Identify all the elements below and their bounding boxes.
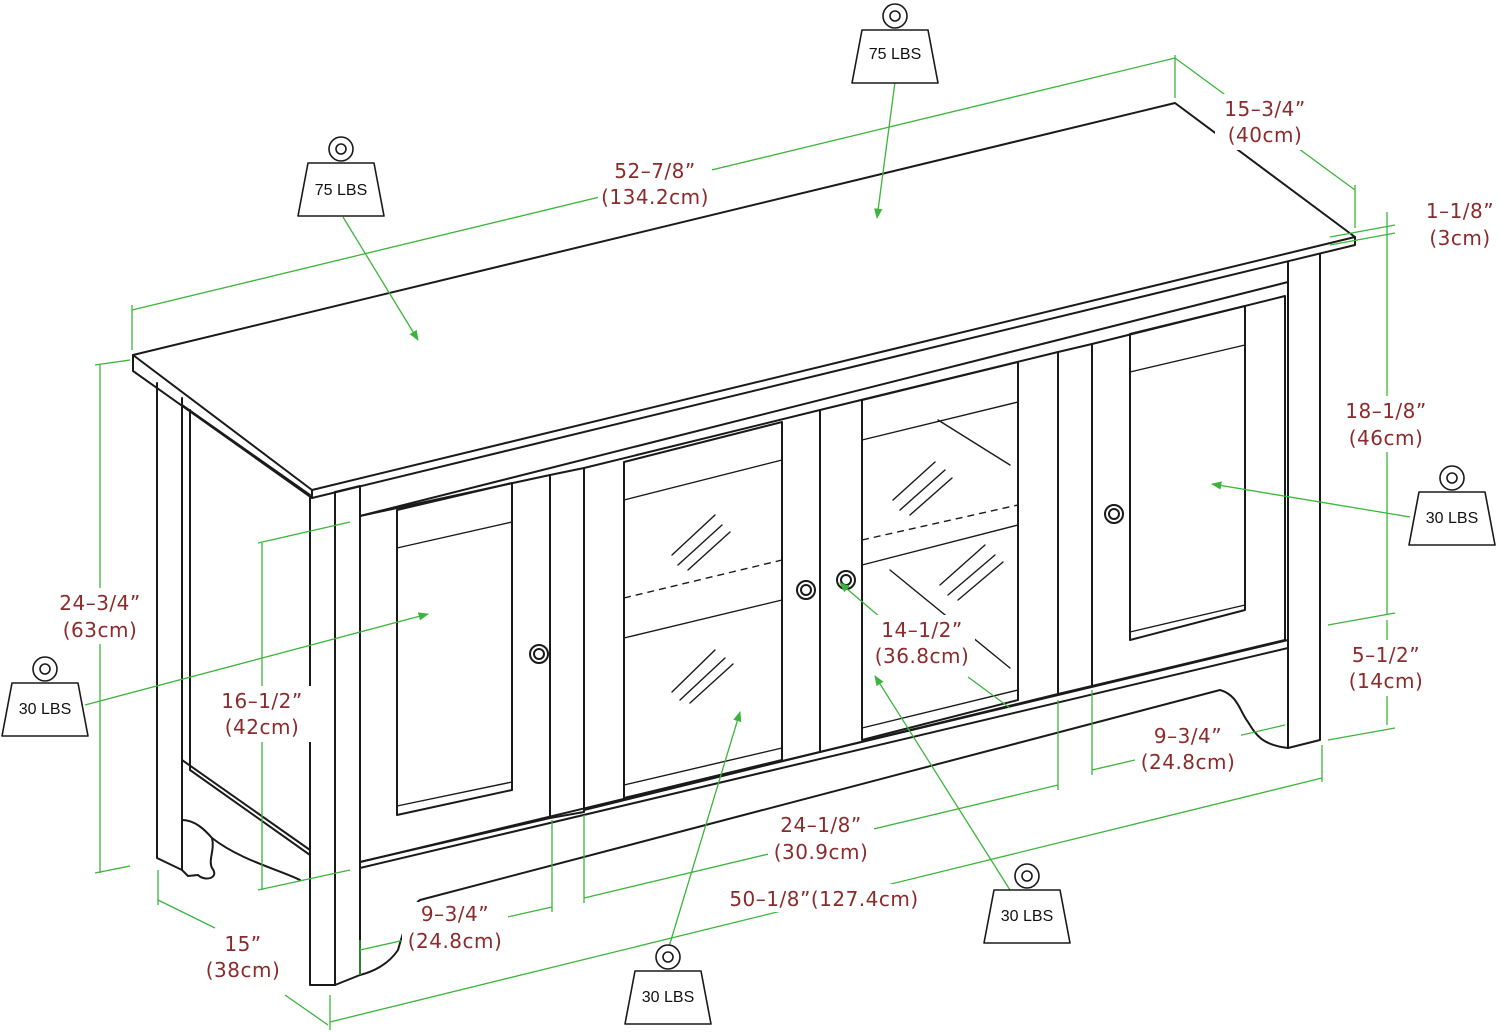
base-depth-in-label: 15” (224, 932, 261, 956)
front-apron (359, 647, 1289, 976)
top-thickness-in-label: 1–1/8” (1426, 199, 1494, 223)
weight-icon (983, 863, 1071, 944)
weight-badge-top-left: 75 LBS (297, 136, 385, 217)
total-height-in-label: 24–3/4” (59, 591, 141, 615)
left-door (359, 474, 551, 863)
weight-badge-right-cabinet: 30 LBS (1408, 465, 1496, 546)
cabinet-height-cm-label: (46cm) (1349, 426, 1424, 450)
depth-top-cm-label: (40cm) (1228, 123, 1303, 147)
right-door-width-cm-label: (24.8cm) (1141, 750, 1236, 774)
weight-icon (1408, 465, 1496, 546)
left-door-width-in-label: 9–3/4” (421, 902, 489, 926)
weight-label: 75 LBS (869, 46, 921, 63)
depth-top-in-label: 15–3/4” (1224, 97, 1306, 121)
weight-pointer-lines (84, 81, 1411, 951)
right-door-width-in-label: 9–3/4” (1154, 724, 1222, 748)
center-right-glass-door (819, 351, 1059, 753)
weight-label: 30 LBS (642, 989, 694, 1006)
door-height-cm-label: (42cm) (225, 715, 300, 739)
base-width-label: 50–1/8”(127.4cm) (729, 887, 918, 911)
shelf-depth-in-label: 14–1/2” (881, 618, 963, 642)
weight-label: 30 LBS (19, 701, 71, 718)
weight-badge-top-right: 75 LBS (851, 3, 939, 84)
weight-badge-center-bottom: 30 LBS (624, 944, 712, 1025)
base-depth-cm-label: (38cm) (206, 958, 281, 982)
front-left-leg (309, 491, 336, 986)
weight-icon (851, 3, 939, 84)
center-doors-width-in-label: 24–1/8” (780, 813, 862, 837)
dimension-lines (94, 55, 1396, 1030)
width-in-label: 52–7/8” (614, 159, 696, 183)
weight-label: 75 LBS (315, 182, 367, 199)
weight-icon (624, 944, 712, 1025)
top-front-edge (132, 236, 1356, 499)
width-cm-label: (134.2cm) (601, 185, 709, 209)
center-left-glass-door (583, 409, 821, 811)
tv-stand-drawing (132, 102, 1356, 986)
weight-badge-left-cabinet: 30 LBS (1, 656, 89, 737)
leg-clearance-cm-label: (14cm) (1349, 669, 1424, 693)
weight-badge-center-right-bottom: 30 LBS (983, 863, 1071, 944)
dimension-labels: 52–7/8” (134.2cm) 15–3/4” (40cm) 1–1/8” … (48, 94, 1494, 986)
shelf-depth-cm-label: (36.8cm) (875, 644, 970, 668)
weight-icon (297, 136, 385, 217)
left-door-width-cm-label: (24.8cm) (408, 929, 503, 953)
front-right-leg (1287, 253, 1321, 749)
left-side-panel (156, 382, 183, 871)
center-doors-width-cm-label: (30.9cm) (774, 840, 869, 864)
weight-label: 30 LBS (1001, 908, 1053, 925)
cabinet-height-in-label: 18–1/8” (1345, 399, 1427, 423)
weight-label: 30 LBS (1426, 510, 1478, 527)
top-thickness-cm-label: (3cm) (1429, 226, 1490, 250)
door-height-in-label: 16–1/2” (221, 689, 303, 713)
total-height-cm-label: (63cm) (63, 618, 138, 642)
weight-icon (1, 656, 89, 737)
left-side-apron (181, 819, 216, 880)
leg-clearance-in-label: 5–1/2” (1352, 643, 1420, 667)
right-door (1091, 295, 1286, 687)
